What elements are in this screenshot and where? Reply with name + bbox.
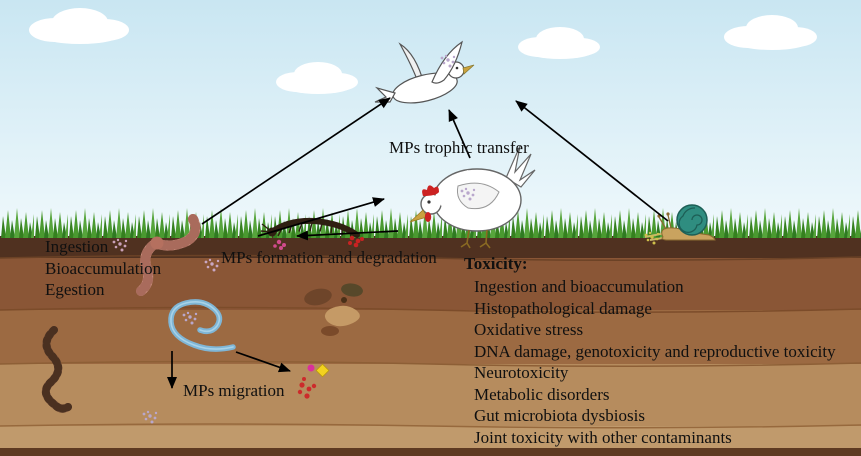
arrows [167, 97, 669, 389]
snail-illustration [657, 204, 716, 241]
microplastic-particles [112, 54, 660, 424]
deep-earthworm-illustration [41, 326, 72, 413]
toxicity-item: Metabolic disorders [474, 384, 610, 404]
cloud-icon [518, 27, 600, 59]
toxicity-list: Ingestion and bioaccumulation Histopatho… [474, 276, 836, 448]
soil-aggregates [304, 283, 363, 336]
label-trophic-transfer: MPs trophic transfer [389, 138, 529, 157]
label-bioaccumulation: Bioaccumulation [45, 258, 162, 278]
arrow-centipede-to-chicken [257, 197, 385, 237]
label-egestion: Egestion [45, 280, 105, 299]
toxicity-item: Ingestion and bioaccumulation [474, 277, 684, 296]
toxicity-item: DNA damage, genotoxicity and reproductiv… [474, 341, 836, 361]
toxicity-title: Toxicity: [464, 254, 528, 273]
bird-illustration [374, 40, 475, 104]
earthworm-process-list: Ingestion Bioaccumulation Egestion [45, 236, 161, 301]
toxicity-item: Histopathological damage [474, 298, 652, 318]
arrow-worm-to-bird [201, 97, 391, 225]
arrow-nematode-to-mps [235, 351, 291, 373]
arrow-formation-degradation [296, 230, 399, 241]
toxicity-item: Gut microbiota dysbiosis [474, 406, 645, 425]
red-mp-cluster-deep [297, 377, 317, 399]
chicken-illustration [409, 145, 536, 249]
red-mp-dots-surface [348, 235, 364, 248]
pink-mp-dots [273, 239, 286, 250]
label-formation-degradation: MPs formation and degradation [221, 248, 437, 267]
yellow-mp-diamond [315, 363, 330, 378]
arrow-snail-to-bird [515, 100, 669, 222]
nematode-illustration [168, 299, 236, 352]
toxicity-item: Joint toxicity with other contaminants [474, 427, 732, 447]
cloud-icon [276, 62, 358, 94]
clouds [29, 8, 817, 94]
magenta-mp-dot [307, 364, 315, 372]
label-ingestion: Ingestion [45, 237, 109, 256]
toxicity-item: Oxidative stress [474, 320, 584, 339]
cloud-icon [724, 15, 817, 50]
cloud-icon [29, 8, 129, 44]
label-mps-migration: MPs migration [183, 381, 285, 400]
soil-layers [0, 236, 861, 456]
toxicity-item: Neurotoxicity [474, 363, 569, 382]
arrow-chicken-to-bird [448, 109, 471, 159]
earthworm-illustration [136, 214, 201, 296]
